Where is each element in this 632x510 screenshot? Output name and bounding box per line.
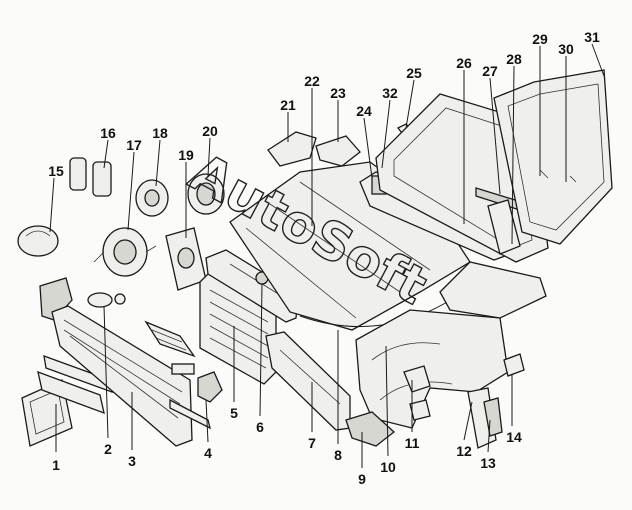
callout-12: 12 [456,443,472,459]
callout-27: 27 [482,63,498,79]
part-19-headlamp-bracket [165,227,207,291]
callout-4: 4 [204,445,212,461]
part-21-hood-hinge [267,131,317,167]
part-1-license-plate-bracket [21,355,113,447]
part-7-lower-crossmember [265,331,351,431]
callout-1: 1 [52,457,60,473]
callout-18: 18 [152,125,168,141]
callout-5: 5 [230,405,238,421]
callout-31: 31 [584,29,600,45]
part-9-fender-bracket [345,411,396,447]
callout-14: 14 [506,429,522,445]
part-grille-emblem-trim [144,320,211,430]
callout-32: 32 [382,85,398,101]
leader-lines [49,43,605,468]
callout-3: 3 [128,453,136,469]
part-15-fog-lamp [17,225,73,321]
callout-13: 13 [480,455,496,471]
part-14-side-marker [503,353,525,377]
callout-2: 2 [104,441,112,457]
callout-8: 8 [334,447,342,463]
part-12-13-door-hinge [467,387,503,449]
callout-labels: 1 2 3 4 5 6 7 8 9 10 11 12 13 14 15 16 1… [48,29,600,487]
callout-22: 22 [304,73,320,89]
part-10-front-fender [355,309,509,429]
callout-21: 21 [280,97,296,113]
part-a-pillar-panel [439,261,547,319]
callout-7: 7 [308,435,316,451]
callout-24: 24 [356,103,372,119]
part-3-front-bumper [51,305,193,447]
callout-29: 29 [532,31,548,47]
callout-25: 25 [406,65,422,81]
callout-23: 23 [330,85,346,101]
callout-30: 30 [558,41,574,57]
callout-9: 9 [358,471,366,487]
part-8-front-fender-seal [299,297,455,328]
callout-17: 17 [126,137,142,153]
part-11-fender-liner-clip [403,365,431,421]
part-18-turn-signal-housing [135,179,169,217]
callout-20: 20 [202,123,218,139]
callout-11: 11 [405,435,420,451]
callout-28: 28 [506,51,522,67]
part-4-bracket [197,371,223,403]
callout-16: 16 [100,125,116,141]
callout-26: 26 [456,55,472,71]
callout-6: 6 [256,419,264,435]
callout-19: 19 [178,147,194,163]
callout-10: 10 [380,459,396,475]
part-16-side-marker-lamps [69,157,112,197]
part-2-headlamp-bulb [87,292,126,308]
part-17-headlamp [93,227,157,277]
callout-15: 15 [48,163,64,179]
part-20-headlamp-rim [187,173,225,215]
part-23-hood-latch [315,135,361,167]
